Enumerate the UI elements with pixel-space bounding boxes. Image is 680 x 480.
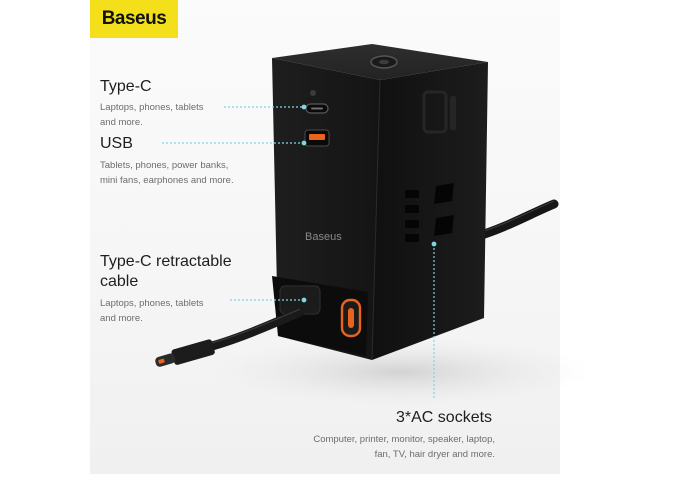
cable-desc-line1: Laptops, phones, tablets — [100, 298, 204, 309]
type-c-port-icon — [305, 90, 329, 114]
power-cord — [473, 199, 559, 241]
cable-title: Type-C retractable cable — [100, 252, 232, 292]
cable-title-line2: cable — [100, 273, 139, 290]
device-side — [372, 62, 488, 360]
cable-desc-line2: and more. — [100, 313, 143, 324]
brand-logo: Baseus — [90, 0, 178, 38]
cable-description: Laptops, phones, tablets and more. — [100, 296, 204, 326]
type-c-desc-line1: Laptops, phones, tablets — [100, 102, 204, 113]
ac-sockets-title: 3*AC sockets — [396, 409, 493, 426]
ac-sockets-description: Computer, printer, monitor, speaker, lap… — [290, 432, 495, 462]
type-c-plug-icon — [155, 339, 215, 367]
cable-title-line1: Type-C retractable — [100, 253, 232, 270]
usb-description: Tablets, phones, power banks, mini fans,… — [100, 158, 234, 188]
leader-lines — [162, 104, 437, 400]
usb-port-icon — [304, 129, 330, 147]
floor-shadow — [210, 338, 590, 406]
type-c-desc-line2: and more. — [100, 117, 143, 128]
usb-title: USB — [100, 135, 133, 152]
ac-desc-line1: Computer, printer, monitor, speaker, lap… — [313, 434, 495, 445]
type-c-title: Type-C — [100, 78, 152, 95]
brand-logo-text: Baseus — [101, 8, 167, 29]
usb-desc-line1: Tablets, phones, power banks, — [100, 160, 229, 171]
type-c-description: Laptops, phones, tablets and more. — [100, 100, 204, 130]
usb-desc-line2: mini fans, earphones and more. — [100, 175, 234, 186]
ac-socket-icons — [405, 183, 454, 242]
side-watermark — [422, 90, 448, 134]
ac-desc-line2: fan, TV, hair dryer and more. — [374, 449, 495, 460]
retractable-cable — [207, 307, 305, 351]
device-brand-text: Baseus — [305, 231, 342, 243]
power-cord-highlight — [477, 200, 555, 234]
